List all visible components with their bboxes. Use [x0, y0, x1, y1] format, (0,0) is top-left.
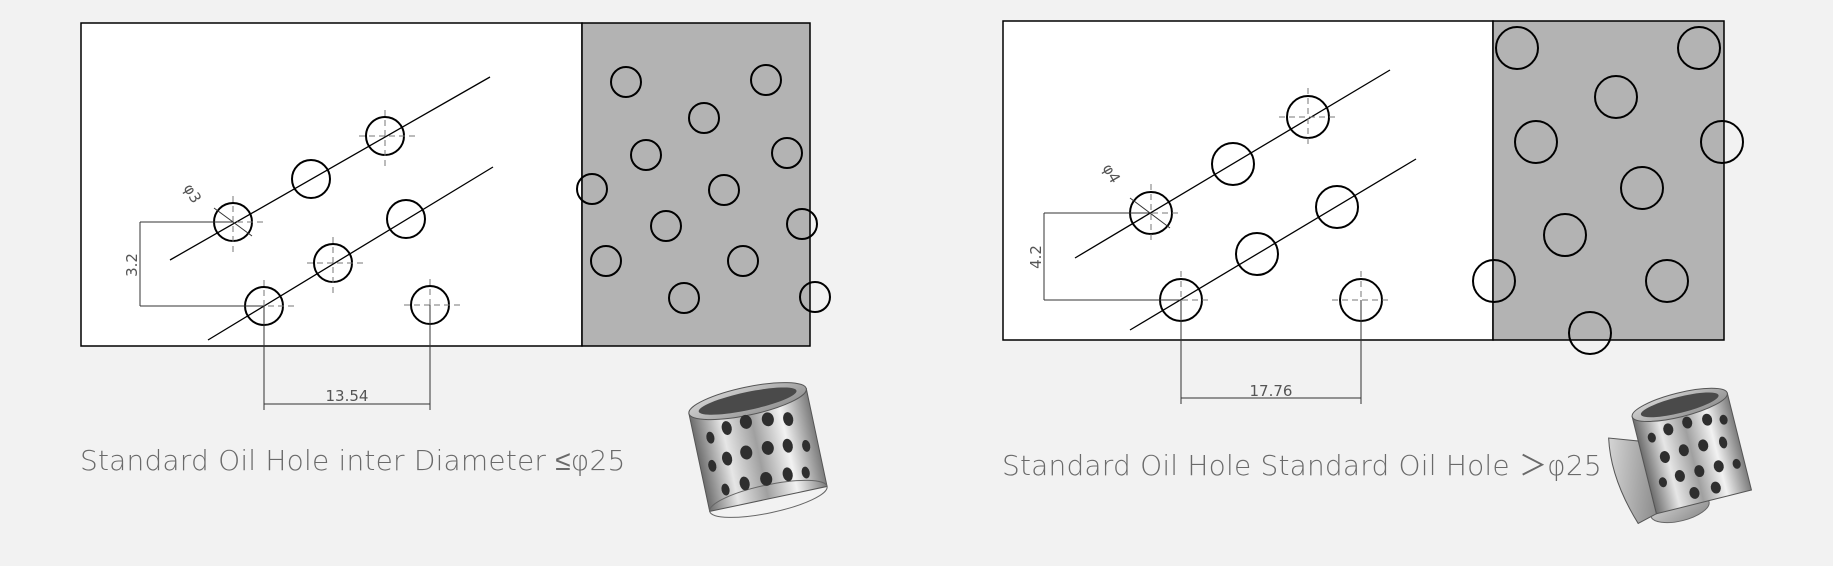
- right-pattern-panel: [1492, 20, 1725, 341]
- left-pattern-holes: [576, 64, 831, 314]
- right-drawing-panel: [1002, 20, 1494, 341]
- right-diagram: φ4 4.2 17.76: [1002, 20, 1744, 404]
- left-drawing-panel: [80, 22, 583, 347]
- left-caption: Standard Oil Hole inter Diameter ≤φ25: [80, 444, 626, 477]
- right-vertical-spacing-label: 4.2: [1027, 245, 1045, 269]
- right-dimension-lines: [1043, 197, 1362, 404]
- left-diagram: φ3 3.2 13.54: [80, 22, 831, 410]
- right-horizontal-spacing-label: 17.76: [1250, 382, 1293, 400]
- bushing-cylindrical-icon: [688, 382, 828, 518]
- right-hole-axis-lines: [1074, 69, 1417, 331]
- right-caption: Standard Oil Hole Standard Oil Hole ＞φ25: [1002, 449, 1602, 482]
- right-pattern-holes: [1472, 26, 1744, 355]
- bushing-flanged-icon: [1608, 387, 1753, 525]
- left-horizontal-spacing-label: 13.54: [326, 387, 369, 405]
- left-pattern-panel: [581, 22, 811, 347]
- left-dimension-lines: [139, 207, 431, 410]
- left-vertical-spacing-label: 3.2: [123, 253, 141, 277]
